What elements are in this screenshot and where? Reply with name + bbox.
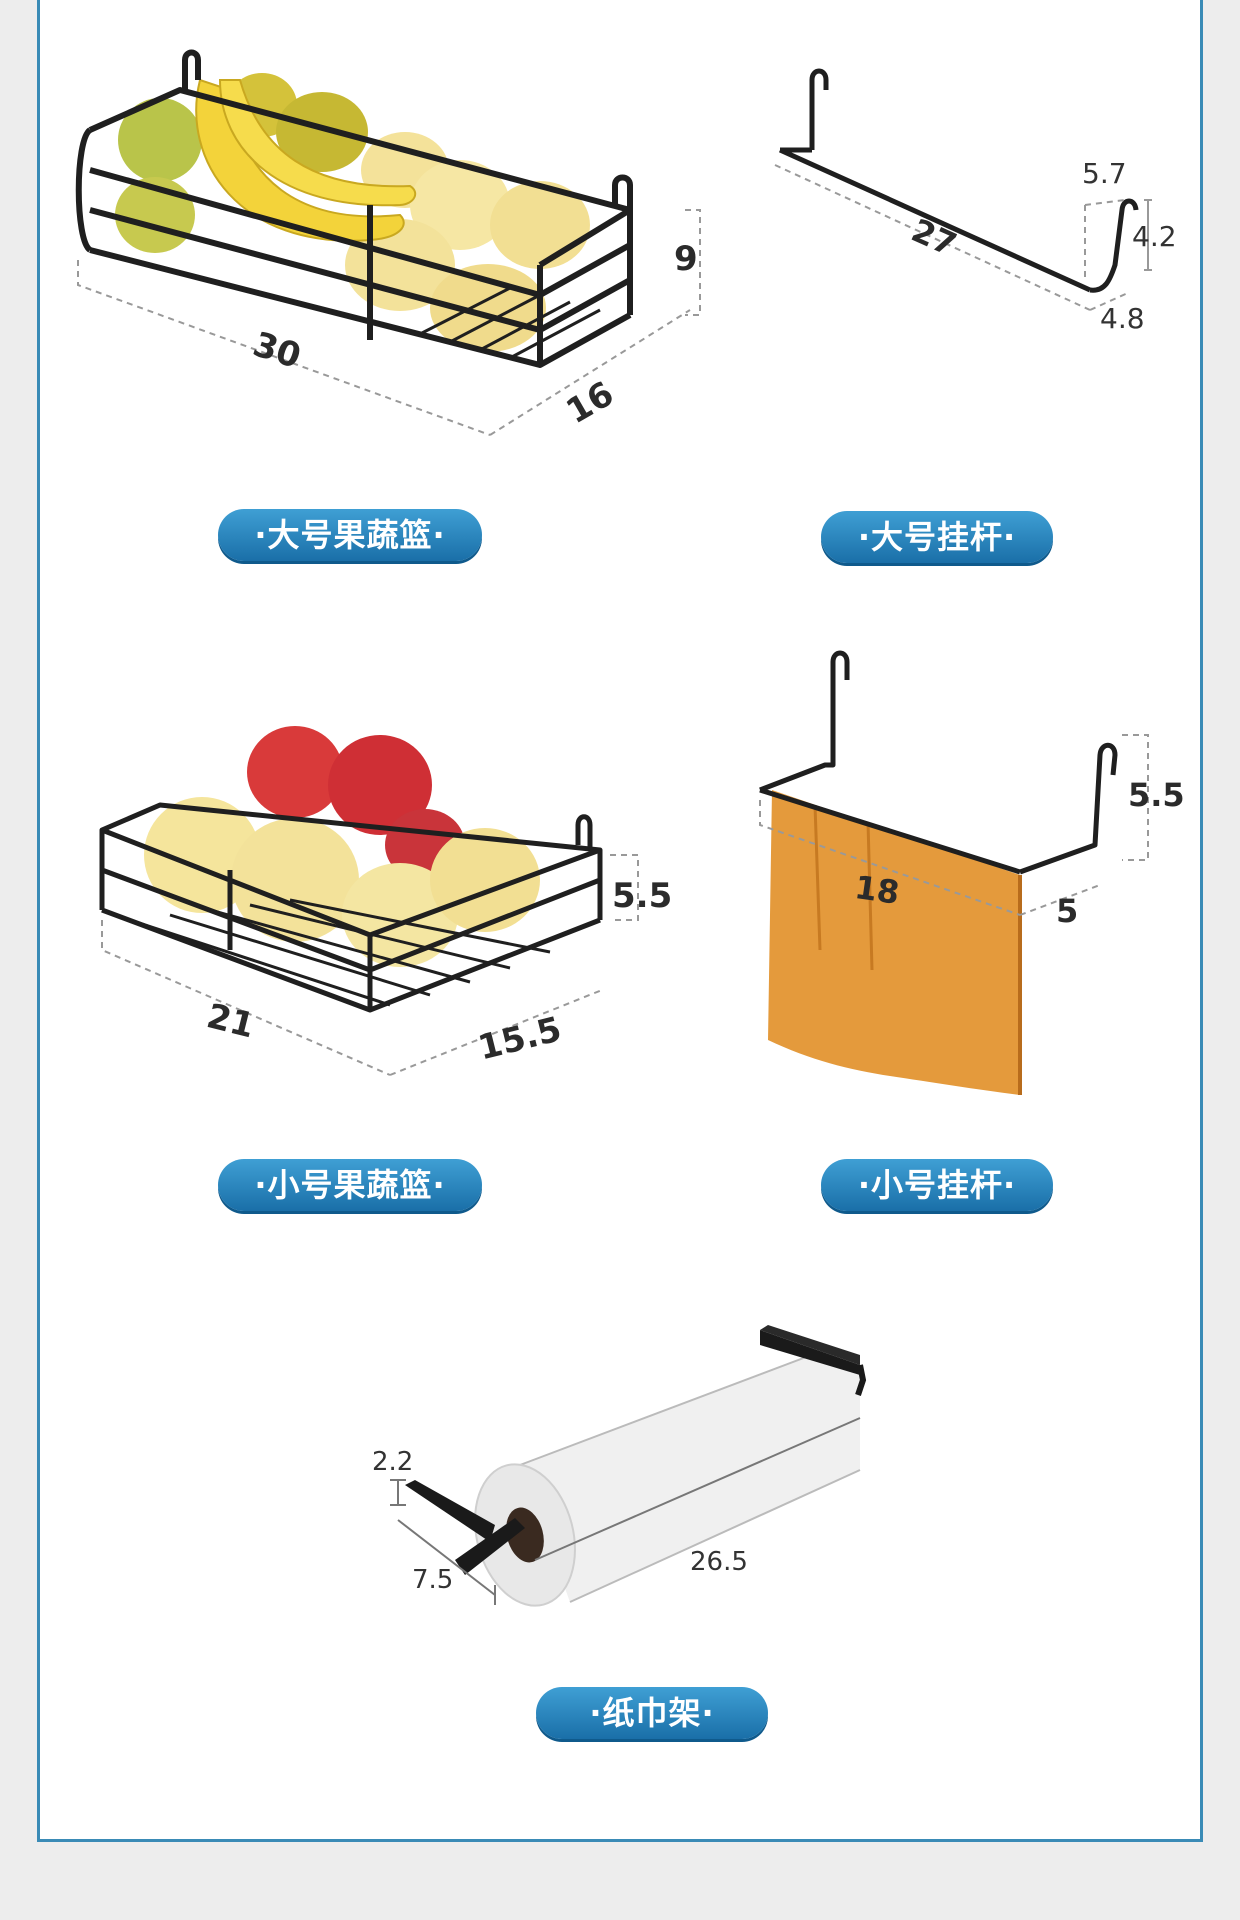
dimension-height: 9 — [674, 239, 698, 279]
rod-dimension-lines — [774, 164, 1131, 311]
basket-floor — [419, 286, 631, 367]
large-rod-figure: 27 5.7 4.2 4.8 — [760, 60, 1200, 360]
small-basket-label: ·小号果蔬篮· — [218, 1159, 482, 1211]
small-basket-floor — [129, 898, 551, 1007]
paper-roll — [474, 1347, 861, 1607]
small-basket-length: 21 — [203, 996, 259, 1046]
rod-length: 27 — [906, 211, 962, 264]
small-rod-hook-height: 5.5 — [1128, 776, 1185, 814]
small-basket-width: 15.5 — [474, 1009, 565, 1068]
paper-holder-label: ·纸巾架· — [536, 1687, 768, 1739]
small-basket-figure: 21 15.5 5.5 — [90, 710, 690, 1090]
paper-holder-bracket-depth: 7.5 — [412, 1565, 453, 1595]
small-basket-height: 5.5 — [612, 876, 672, 916]
paper-holder-bracket-height: 2.2 — [372, 1447, 413, 1477]
large-basket-label: ·大号果蔬篮· — [218, 509, 482, 561]
rod-end-depth: 4.8 — [1100, 302, 1145, 335]
dimension-length: 30 — [248, 324, 305, 377]
small-rod-wire — [759, 650, 1118, 875]
paper-holder-roll-length: 26.5 — [690, 1547, 748, 1577]
small-rod-depth: 5 — [1056, 892, 1078, 930]
towel — [768, 790, 1022, 1095]
small-basket-wire — [99, 802, 603, 1013]
small-rod-label: ·小号挂杆· — [821, 1159, 1053, 1211]
large-basket-figure: 30 16 9 — [70, 40, 710, 460]
large-rod-label: ·大号挂杆· — [821, 511, 1053, 563]
small-rod-illustration: 18 5 5.5 — [759, 650, 1185, 1095]
large-rod-illustration: 27 5.7 4.2 4.8 — [774, 68, 1177, 335]
apple-pile — [144, 726, 540, 967]
small-rod-dimension-lines — [759, 734, 1149, 916]
large-basket-illustration: 30 16 9 — [75, 49, 701, 436]
rod-depth: 5.7 — [1082, 157, 1127, 190]
dimension-lines — [77, 209, 701, 436]
small-rod-figure: 18 5 5.5 — [750, 650, 1190, 1110]
paper-holder-bracket — [405, 1325, 867, 1575]
rod-wire — [778, 68, 1139, 293]
small-basket-illustration: 21 15.5 5.5 — [99, 726, 672, 1076]
paper-holder-illustration: 2.2 7.5 26.5 — [372, 1325, 867, 1607]
fruit-pile — [115, 73, 590, 352]
paper-holder-figure: 2.2 7.5 26.5 — [360, 1320, 880, 1640]
dimension-width: 16 — [560, 374, 621, 432]
small-rod-length: 18 — [852, 868, 901, 912]
paper-holder-dimension-lines — [390, 1417, 861, 1605]
small-basket-dimension-lines — [101, 854, 639, 1076]
rod-hook-height: 4.2 — [1132, 220, 1177, 253]
